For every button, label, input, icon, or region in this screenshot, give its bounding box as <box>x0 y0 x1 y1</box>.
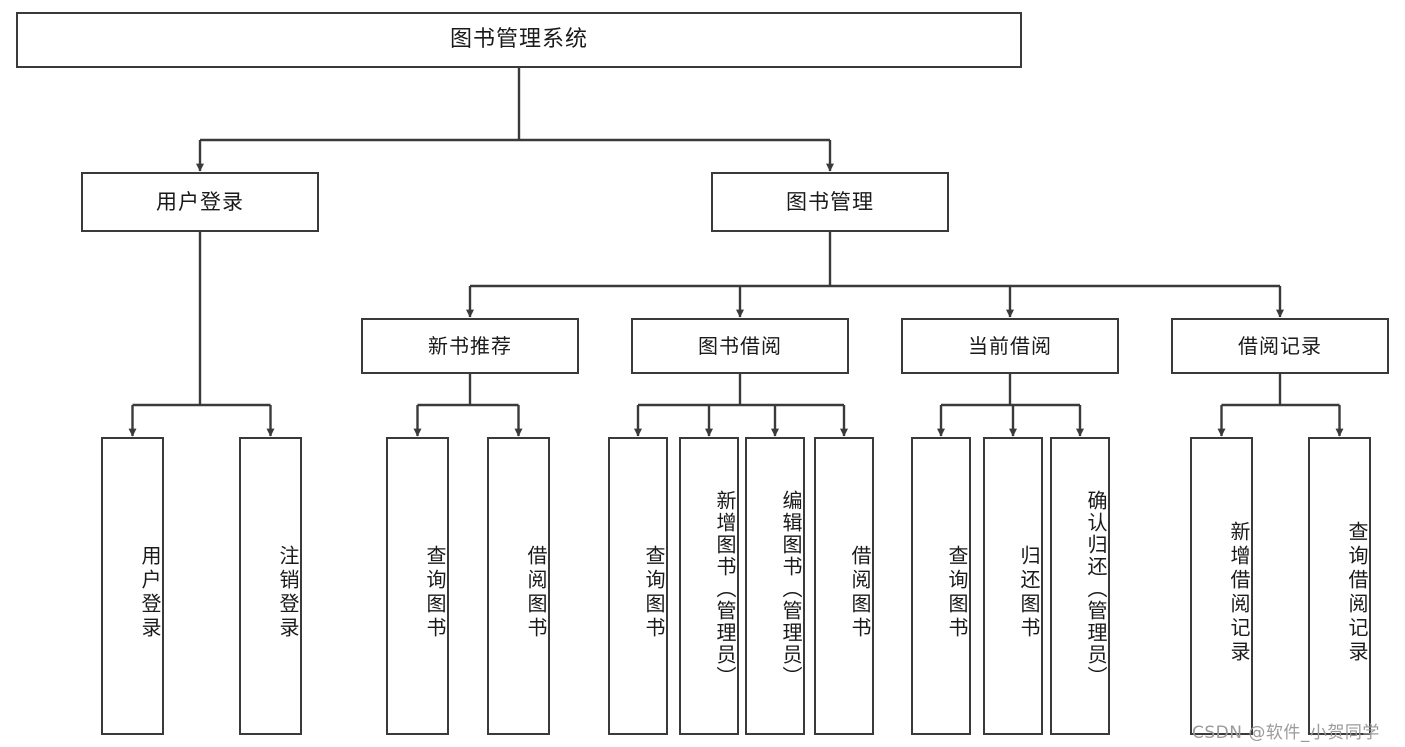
node-borrow-record[interactable]: 借阅记录 <box>1171 318 1389 374</box>
node-leaf-query-book-1[interactable]: 查询图书 <box>386 437 449 735</box>
node-leaf-add-borrow-record[interactable]: 新增借阅记录 <box>1190 437 1253 735</box>
node-root[interactable]: 图书管理系统 <box>16 12 1022 68</box>
node-leaf-user-logout[interactable]: 注销登录 <box>239 437 302 735</box>
node-leaf-edit-book[interactable]: 编辑图书（管理员） <box>745 437 805 735</box>
node-leaf-user-login[interactable]: 用户登录 <box>101 437 164 735</box>
node-leaf-query-book-2[interactable]: 查询图书 <box>608 437 668 735</box>
csdn-watermark: CSDN @软件_小贺同学 <box>1192 723 1380 743</box>
node-book-manage[interactable]: 图书管理 <box>711 172 949 232</box>
node-leaf-borrow-book-1[interactable]: 借阅图书 <box>487 437 550 735</box>
node-leaf-confirm-return[interactable]: 确认归还（管理员） <box>1050 437 1110 735</box>
node-leaf-borrow-book-2[interactable]: 借阅图书 <box>814 437 874 735</box>
node-leaf-query-book-3[interactable]: 查询图书 <box>911 437 971 735</box>
node-book-borrow[interactable]: 图书借阅 <box>631 318 849 374</box>
node-leaf-add-book[interactable]: 新增图书（管理员） <box>679 437 739 735</box>
node-leaf-query-borrow-record[interactable]: 查询借阅记录 <box>1308 437 1371 735</box>
node-current-borrow[interactable]: 当前借阅 <box>901 318 1119 374</box>
node-leaf-return-book[interactable]: 归还图书 <box>983 437 1043 735</box>
node-new-book-recommend[interactable]: 新书推荐 <box>361 318 579 374</box>
node-user-login[interactable]: 用户登录 <box>81 172 319 232</box>
